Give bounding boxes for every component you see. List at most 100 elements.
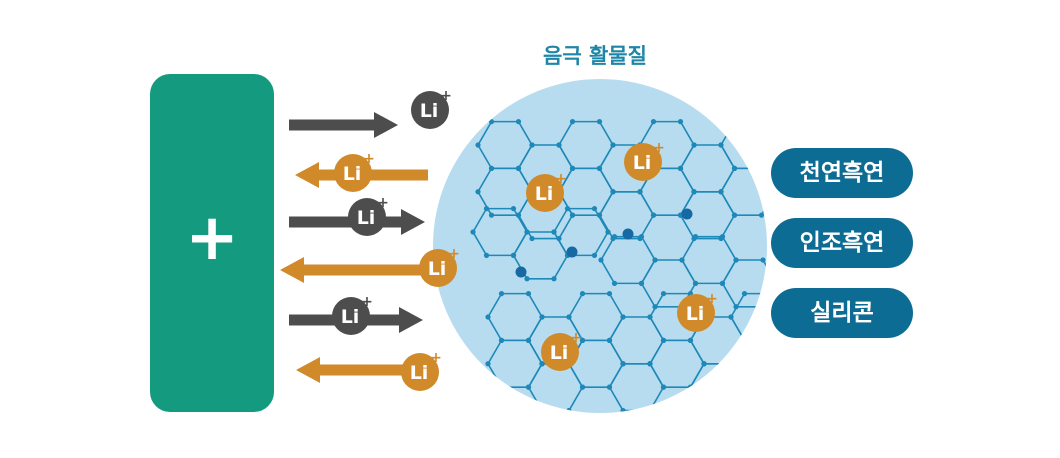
lattice-atom	[691, 189, 697, 195]
material-silicon: 실리콘	[771, 288, 913, 338]
lattice-atom	[556, 142, 562, 148]
lattice-atom	[809, 361, 814, 366]
lattice-atom	[551, 229, 557, 235]
lattice-atom	[769, 338, 774, 343]
lithium-site-dot	[566, 246, 578, 258]
lithium-ions: Li+Li+Li+Li+Li+Li+Li+Li+Li+Li+	[332, 88, 718, 391]
lattice-atom	[638, 234, 645, 240]
lattice-atom	[728, 314, 734, 320]
lithium-ion-circle	[411, 91, 449, 129]
lattice-atom	[760, 257, 766, 263]
lattice-atom	[539, 361, 545, 367]
ion-arrows	[280, 112, 428, 383]
lattice-atom	[692, 234, 699, 240]
lattice-atom	[718, 189, 724, 195]
lattice-atom	[719, 234, 726, 240]
lithium-ion-circle	[677, 294, 715, 332]
lithium-ion-circle	[348, 198, 386, 236]
lattice-atom	[650, 119, 657, 125]
lithium-ion: Li+	[332, 294, 373, 335]
lithium-ion-label: Li	[410, 362, 429, 384]
lattice-atom	[647, 361, 653, 367]
lattice-atom	[647, 314, 653, 320]
plus-sign: +	[185, 201, 239, 275]
lattice-atom	[488, 212, 495, 218]
lithium-ion-label: Li	[535, 183, 554, 205]
lattice-atom	[731, 212, 738, 218]
lithium-site-dot	[515, 266, 527, 278]
ion-arrow	[289, 112, 398, 138]
lattice-atom	[620, 314, 626, 320]
lattice-atom	[470, 229, 476, 235]
lattice-atom	[569, 119, 576, 125]
lattice-atom	[647, 407, 653, 413]
arrow-shaft	[304, 264, 425, 276]
lattice-atom	[687, 384, 694, 390]
lithium-ion-charge: +	[570, 330, 582, 346]
lattice-atom	[620, 407, 626, 413]
ion-arrow	[295, 162, 428, 188]
lithium-ion-label: Li	[357, 207, 376, 229]
lithium-ion-label: Li	[343, 163, 362, 185]
lattice-atom	[758, 165, 765, 171]
lattice-atom	[488, 165, 495, 171]
lithium-ion-charge: +	[361, 294, 373, 310]
lattice-atom	[782, 361, 787, 366]
lattice-atom	[728, 361, 734, 367]
arrow-head	[374, 112, 398, 138]
lithium-ion: Li+	[624, 140, 665, 181]
lattice-atom	[823, 385, 828, 390]
lattice-atom	[564, 206, 571, 212]
lattice-atom	[741, 384, 748, 390]
lithium-ion-circle	[332, 297, 370, 335]
lithium-ion-charge: +	[430, 350, 442, 366]
lattice-atom	[760, 304, 766, 310]
anode-material-title: 음극 활물질	[543, 44, 647, 68]
lithium-ion-circle	[541, 333, 579, 371]
lattice-atom	[498, 291, 505, 297]
material-natural-graphite: 천연흑연	[771, 148, 913, 198]
lattice-atom	[579, 337, 586, 343]
arrow-shaft	[289, 119, 374, 131]
lattice-atom	[566, 407, 572, 413]
lattice-atom	[741, 337, 748, 343]
lattice-atom	[769, 291, 774, 296]
lattice-atom	[782, 361, 787, 366]
lithium-ion-label: Li	[633, 152, 652, 174]
lattice-atom	[488, 119, 495, 125]
lattice-atom	[769, 338, 774, 343]
lattice-atom	[733, 304, 739, 310]
lattice-atom	[637, 189, 643, 195]
lattice-atom	[660, 291, 667, 297]
lattice-atom	[498, 337, 505, 343]
lattice-atom	[510, 252, 517, 258]
lattice-atom	[525, 291, 532, 297]
lattice-atom	[741, 337, 748, 343]
lattice-atom	[718, 142, 724, 148]
lattice-atom	[483, 206, 490, 212]
lattice-atom	[539, 407, 545, 413]
lattice-atom	[611, 234, 618, 240]
lattice-atom	[701, 361, 707, 367]
lithium-ion-circle	[419, 249, 457, 287]
lithium-ion-charge: +	[377, 195, 389, 211]
lattice-atom	[485, 361, 491, 367]
lattice-atom	[524, 229, 530, 235]
lattice-atom	[660, 384, 667, 390]
lithium-ion-charge: +	[706, 291, 718, 307]
lattice-atom	[728, 361, 734, 367]
lattice-atom	[650, 212, 657, 218]
lithium-ion-circle	[401, 353, 439, 391]
lattice-atom	[566, 314, 572, 320]
lattice-atom	[731, 119, 738, 125]
lattice-atom	[596, 165, 603, 171]
lithium-site-dot	[681, 208, 693, 220]
lattice-atom	[606, 337, 613, 343]
lattice-atom	[782, 361, 787, 366]
lattice-atom	[510, 206, 517, 212]
lattice-atom	[483, 252, 490, 258]
lattice-atom	[525, 337, 532, 343]
lattice-atom	[731, 165, 738, 171]
lithium-ion: Li+	[334, 151, 375, 192]
